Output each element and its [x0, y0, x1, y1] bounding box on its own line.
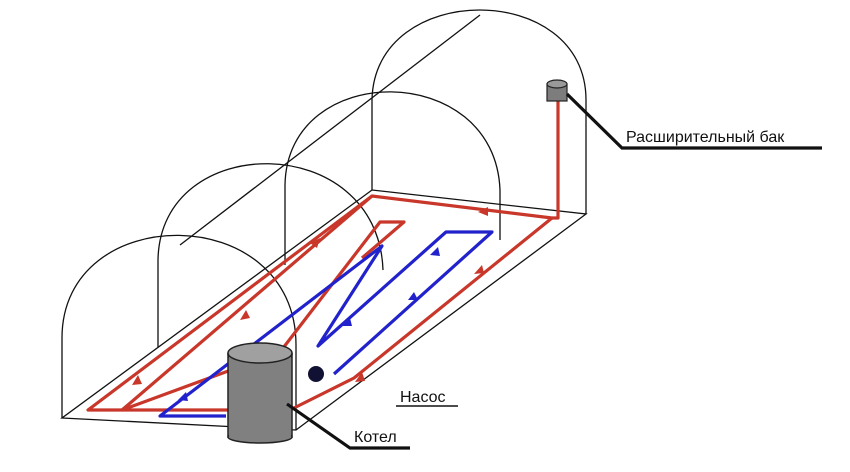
- hot-arrow-5: [478, 207, 488, 216]
- expansion-tank-icon: [546, 79, 568, 102]
- cold-pipe: [158, 230, 494, 418]
- hot-arrow-2: [132, 375, 142, 385]
- pump-icon: [308, 366, 324, 382]
- hot-arrow-1: [310, 238, 320, 248]
- arch-1: [61, 234, 297, 430]
- arch-4: [371, 9, 587, 214]
- cold-arrow-1: [178, 392, 188, 401]
- hot-pipe-outer: [86, 194, 554, 412]
- boiler-label: Котел: [354, 429, 397, 446]
- boiler-leader: [286, 402, 410, 450]
- hot-arrow-3: [240, 310, 250, 320]
- cold-pipe-loop: [158, 230, 494, 418]
- expansion-tank-label: Расширительный бак: [626, 129, 785, 146]
- expansion-tank-leader: [565, 92, 822, 150]
- hot-arrow-6: [474, 265, 484, 274]
- arch-2: [157, 163, 384, 347]
- boiler-icon: [227, 342, 293, 444]
- pump-label: Насос: [400, 389, 446, 406]
- hot-pipe-riser: [552, 100, 560, 220]
- greenhouse-frame: [60, 9, 588, 431]
- arch-3: [284, 91, 501, 265]
- cold-arrow-4: [430, 247, 440, 256]
- hot-arrow-4: [355, 372, 365, 382]
- cold-arrow-2: [342, 318, 352, 326]
- ridge-line: [179, 14, 481, 246]
- cold-arrow-3: [408, 292, 418, 300]
